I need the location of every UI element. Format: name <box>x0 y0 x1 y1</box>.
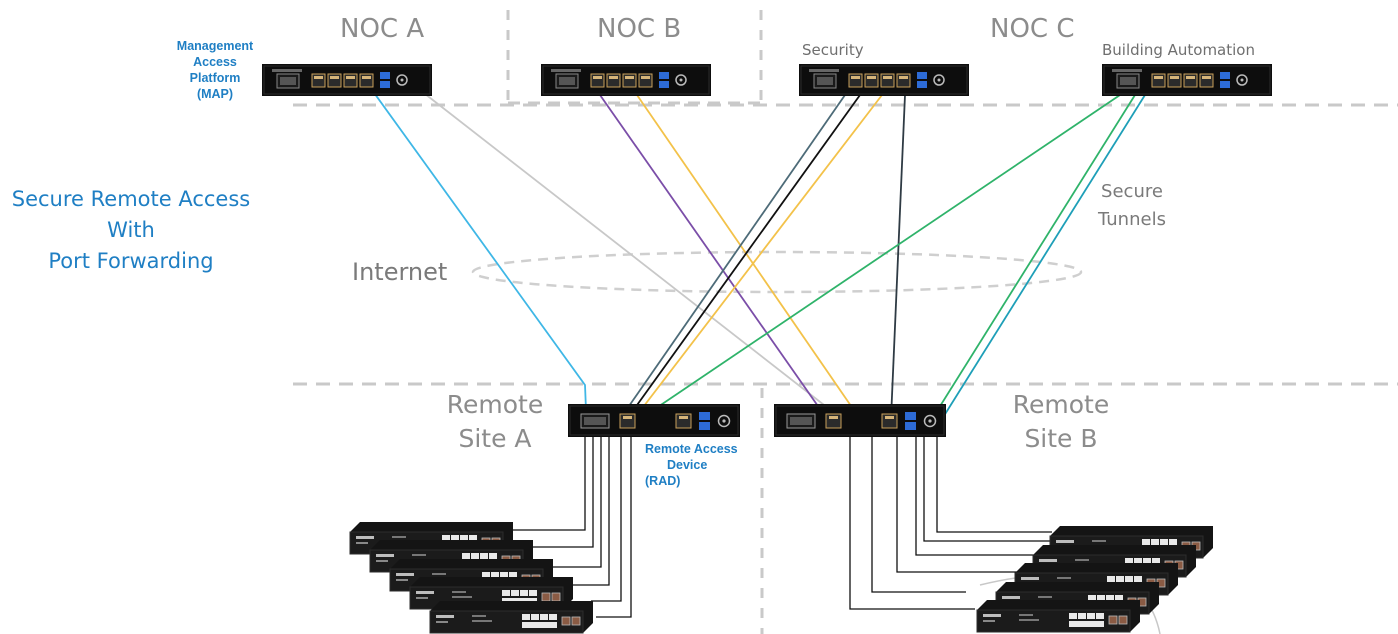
site-b-line-1: Remote <box>1012 390 1110 419</box>
map-label-line-4: (MAP) <box>196 87 234 101</box>
secure-tunnels <box>371 89 1146 420</box>
title-line-2: With <box>107 218 155 242</box>
rad-label-line-1: Remote Access <box>645 442 738 456</box>
rad-site-a[interactable] <box>567 403 741 438</box>
tunnels-line-2: Tunnels <box>1098 209 1166 230</box>
tunnel-security-yellow <box>633 94 883 420</box>
tunnel-ba-green-b <box>931 94 1136 420</box>
noc-dividers <box>506 10 764 634</box>
map-label-line-1: Management <box>176 39 254 53</box>
switch-b-5 <box>976 599 1141 633</box>
diagram-title: Secure Remote Access With Port Forwardin… <box>0 184 262 277</box>
map-label-line-2: Access <box>193 55 237 69</box>
tunnel-security-black <box>626 94 861 420</box>
noc-b-appliance[interactable] <box>540 63 712 97</box>
switch-a-5 <box>429 600 594 634</box>
tunnel-ba-teal-b <box>941 94 1146 420</box>
title-line-3: Port Forwarding <box>48 249 214 273</box>
rad-label-line-3: (RAD) <box>645 474 681 488</box>
tunnel-map-cyan <box>371 89 587 411</box>
tunnel-ba-green-a <box>639 94 1121 420</box>
site-b-line-2: Site B <box>1024 424 1098 453</box>
map-appliance[interactable] <box>261 63 433 97</box>
noc-a-label: NOC A <box>340 14 425 44</box>
map-label-line-3: Platform <box>189 71 241 85</box>
security-appliance[interactable] <box>798 63 970 97</box>
site-a-line-2: Site A <box>458 424 532 453</box>
tunnels-line-1: Secure <box>1101 181 1163 202</box>
noc-b-label: NOC B <box>597 14 682 44</box>
title-line-1: Secure Remote Access <box>11 187 251 211</box>
tunnel-security-slate <box>619 94 846 420</box>
site-a-label: Remote Site A <box>440 388 550 456</box>
site-b-cables <box>849 430 1056 610</box>
site-a-switch-stack <box>349 521 594 634</box>
tunnel-security-dark <box>890 94 906 420</box>
site-a-line-1: Remote <box>446 390 544 419</box>
map-label: Management Access Platform (MAP) <box>160 38 270 102</box>
rad-site-b[interactable] <box>773 403 947 438</box>
secure-tunnels-label: Secure Tunnels <box>1092 178 1172 234</box>
internet-label: Internet <box>352 258 448 286</box>
site-a-cables <box>510 430 632 618</box>
building-automation-appliance[interactable] <box>1101 63 1273 97</box>
security-label: Security <box>802 41 864 59</box>
internet-cloud <box>471 250 1083 294</box>
tunnel-nocb-yellow <box>636 94 861 420</box>
rad-label: Remote Access Device (RAD) <box>645 441 738 489</box>
site-b-label: Remote Site B <box>1006 388 1116 456</box>
rad-label-line-2: Device <box>667 458 708 472</box>
tunnel-nocb-purple <box>599 94 828 420</box>
building-automation-label: Building Automation <box>1102 41 1255 59</box>
noc-c-label: NOC C <box>990 14 1075 44</box>
tunnel-map-gray <box>419 89 843 420</box>
zone-dividers <box>293 103 1398 386</box>
